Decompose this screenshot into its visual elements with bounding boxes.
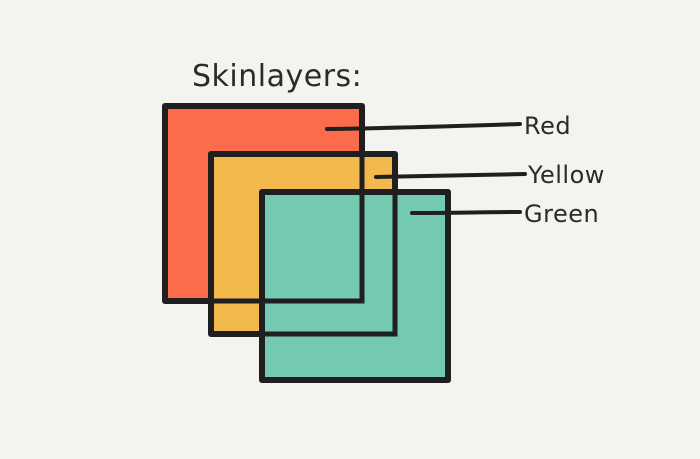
diagram-title: Skinlayers:: [192, 59, 362, 94]
green-layer-square: [259, 189, 451, 383]
red-leader-line: [325, 122, 522, 131]
green-label: Green: [524, 200, 599, 228]
yellow-leader-line: [374, 172, 527, 179]
yellow-layer-overlap-edge: [259, 189, 398, 337]
red-label: Red: [524, 112, 571, 140]
red-layer-overlap-edge: [208, 151, 365, 304]
green-leader-line: [410, 210, 522, 215]
yellow-label: Yellow: [527, 161, 605, 189]
